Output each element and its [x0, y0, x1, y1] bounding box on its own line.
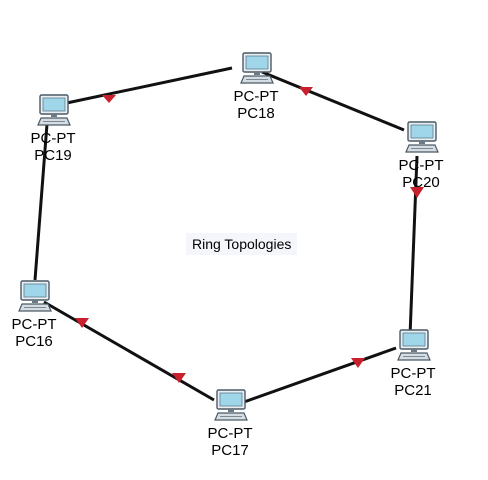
link-pc21-pc17[interactable] — [243, 346, 397, 404]
device-name-label[interactable]: PC21 — [394, 382, 432, 399]
link-down-marker — [410, 187, 424, 198]
link-down-marker — [351, 358, 365, 368]
device-type-label: PC-PT — [11, 316, 57, 333]
link-down-marker — [102, 95, 116, 103]
device-name-label[interactable]: PC16 — [15, 333, 53, 350]
link-pc20-pc21[interactable] — [408, 155, 419, 337]
pc-icon — [405, 121, 439, 153]
device-name-label[interactable]: PC20 — [402, 174, 440, 191]
link-down-marker — [75, 318, 89, 328]
device-type-label: PC-PT — [30, 130, 76, 147]
pc-icon — [240, 52, 274, 84]
link-pc18-pc20[interactable] — [261, 70, 405, 132]
device-name-label[interactable]: PC17 — [211, 442, 249, 459]
link-down-marker — [299, 87, 313, 96]
pc-icon — [397, 329, 431, 361]
link-pc17-pc16[interactable] — [43, 300, 215, 402]
pc-icon — [214, 389, 248, 421]
device-name-label[interactable]: PC19 — [34, 147, 72, 164]
pc-icon — [18, 280, 52, 312]
link-pc19-pc18[interactable] — [61, 66, 233, 106]
device-type-label: PC-PT — [398, 157, 444, 174]
device-type-label: PC-PT — [233, 88, 279, 105]
topology-note-label[interactable]: Ring Topologies — [186, 233, 298, 255]
link-down-marker — [172, 373, 186, 383]
device-type-label: PC-PT — [207, 425, 253, 442]
device-name-label[interactable]: PC18 — [237, 105, 275, 122]
link-pc16-pc19[interactable] — [33, 123, 49, 281]
pc-icon — [37, 94, 71, 126]
device-type-label: PC-PT — [390, 365, 436, 382]
